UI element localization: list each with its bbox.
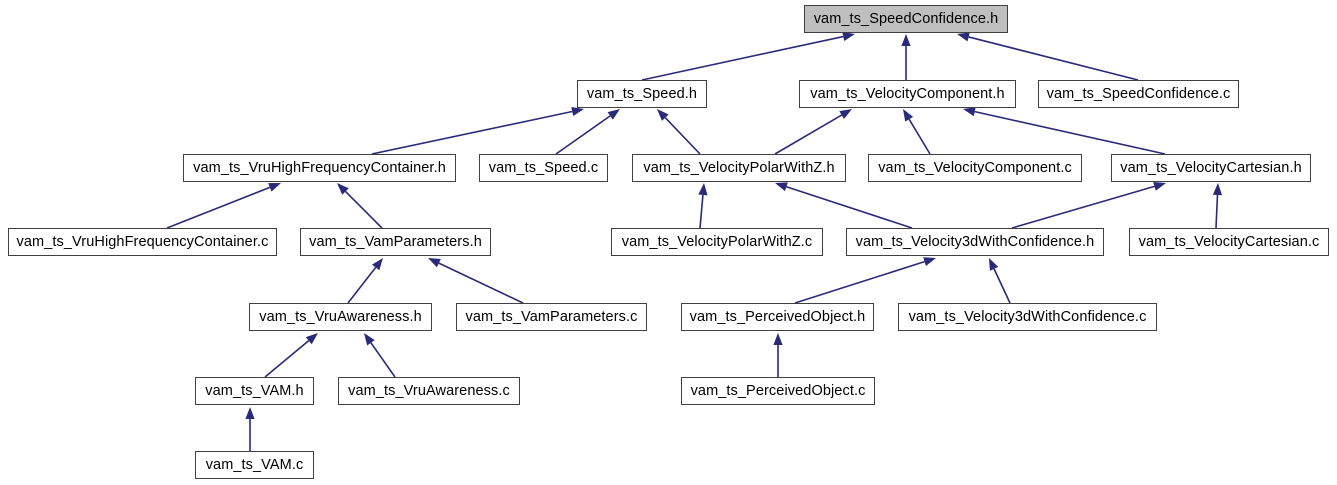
graph-node-velocitycomponent-c[interactable]: vam_ts_VelocityComponent.c bbox=[868, 154, 1082, 182]
graph-node-label: vam_ts_VelocityPolarWithZ.h bbox=[643, 159, 835, 176]
graph-node-vruawareness-h[interactable]: vam_ts_VruAwareness.h bbox=[249, 303, 432, 331]
graph-node-perceivedobject-h[interactable]: vam_ts_PerceivedObject.h bbox=[681, 303, 874, 331]
graph-node-label: vam_ts_VamParameters.c bbox=[465, 308, 638, 325]
graph-node-speedconfidence-c[interactable]: vam_ts_SpeedConfidence.c bbox=[1038, 80, 1239, 108]
graph-node-speed-c[interactable]: vam_ts_Speed.c bbox=[479, 154, 608, 182]
graph-node-label: vam_ts_VelocityCartesian.h bbox=[1120, 159, 1302, 176]
graph-node-label: vam_ts_VAM.h bbox=[205, 382, 304, 399]
graph-node-label: vam_ts_VruHighFrequencyContainer.c bbox=[16, 233, 269, 250]
graph-node-velocitypolarwithz-h[interactable]: vam_ts_VelocityPolarWithZ.h bbox=[632, 154, 846, 182]
graph-node-label: vam_ts_VelocityCartesian.c bbox=[1138, 233, 1320, 250]
graph-node-label: vam_ts_VruHighFrequencyContainer.h bbox=[193, 159, 446, 176]
graph-node-velocitypolarwithz-c[interactable]: vam_ts_VelocityPolarWithZ.c bbox=[611, 228, 823, 256]
graph-node-label: vam_ts_PerceivedObject.h bbox=[689, 308, 866, 325]
graph-node-vruawareness-c[interactable]: vam_ts_VruAwareness.c bbox=[338, 377, 520, 405]
graph-node-label: vam_ts_VruAwareness.c bbox=[348, 382, 510, 399]
graph-node-label: vam_ts_VAM.c bbox=[205, 456, 304, 473]
graph-node-speed-h[interactable]: vam_ts_Speed.h bbox=[577, 80, 707, 108]
graph-node-velocitycomponent-h[interactable]: vam_ts_VelocityComponent.h bbox=[799, 80, 1016, 108]
graph-node-label: vam_ts_VelocityComponent.c bbox=[878, 159, 1072, 176]
graph-node-vruhighfrequencycontainer-c[interactable]: vam_ts_VruHighFrequencyContainer.c bbox=[8, 228, 277, 256]
graph-node-label: vam_ts_Speed.h bbox=[586, 85, 698, 102]
graph-node-vamparameters-h[interactable]: vam_ts_VamParameters.h bbox=[300, 228, 491, 256]
graph-node-label: vam_ts_VruAwareness.h bbox=[259, 308, 422, 325]
graph-node-label: vam_ts_Speed.c bbox=[488, 159, 599, 176]
graph-node-vruhighfrequencycontainer-h[interactable]: vam_ts_VruHighFrequencyContainer.h bbox=[183, 154, 456, 182]
graph-node-label: vam_ts_SpeedConfidence.c bbox=[1046, 85, 1231, 102]
graph-node-label: vam_ts_VelocityComponent.h bbox=[810, 85, 1005, 102]
graph-node-perceivedobject-c[interactable]: vam_ts_PerceivedObject.c bbox=[681, 377, 875, 405]
graph-node-velocitycartesian-h[interactable]: vam_ts_VelocityCartesian.h bbox=[1111, 154, 1311, 182]
graph-node-vamparameters-c[interactable]: vam_ts_VamParameters.c bbox=[456, 303, 647, 331]
graph-node-label: vam_ts_SpeedConfidence.h bbox=[813, 10, 999, 27]
graph-node-label: vam_ts_PerceivedObject.c bbox=[690, 382, 866, 399]
graph-node-label: vam_ts_VamParameters.h bbox=[309, 233, 482, 250]
graph-node-vam-h[interactable]: vam_ts_VAM.h bbox=[195, 377, 314, 405]
graph-node-speedconfidence-h[interactable]: vam_ts_SpeedConfidence.h bbox=[804, 5, 1008, 33]
graph-node-velocity3dwithconfidence-c[interactable]: vam_ts_Velocity3dWithConfidence.c bbox=[898, 303, 1157, 331]
graph-node-label: vam_ts_Velocity3dWithConfidence.h bbox=[855, 233, 1095, 250]
graph-node-label: vam_ts_VelocityPolarWithZ.c bbox=[621, 233, 813, 250]
graph-node-velocity3dwithconfidence-h[interactable]: vam_ts_Velocity3dWithConfidence.h bbox=[846, 228, 1104, 256]
graph-node-vam-c[interactable]: vam_ts_VAM.c bbox=[195, 451, 314, 479]
graph-node-label: vam_ts_Velocity3dWithConfidence.c bbox=[908, 308, 1147, 325]
graph-node-velocitycartesian-c[interactable]: vam_ts_VelocityCartesian.c bbox=[1129, 228, 1329, 256]
